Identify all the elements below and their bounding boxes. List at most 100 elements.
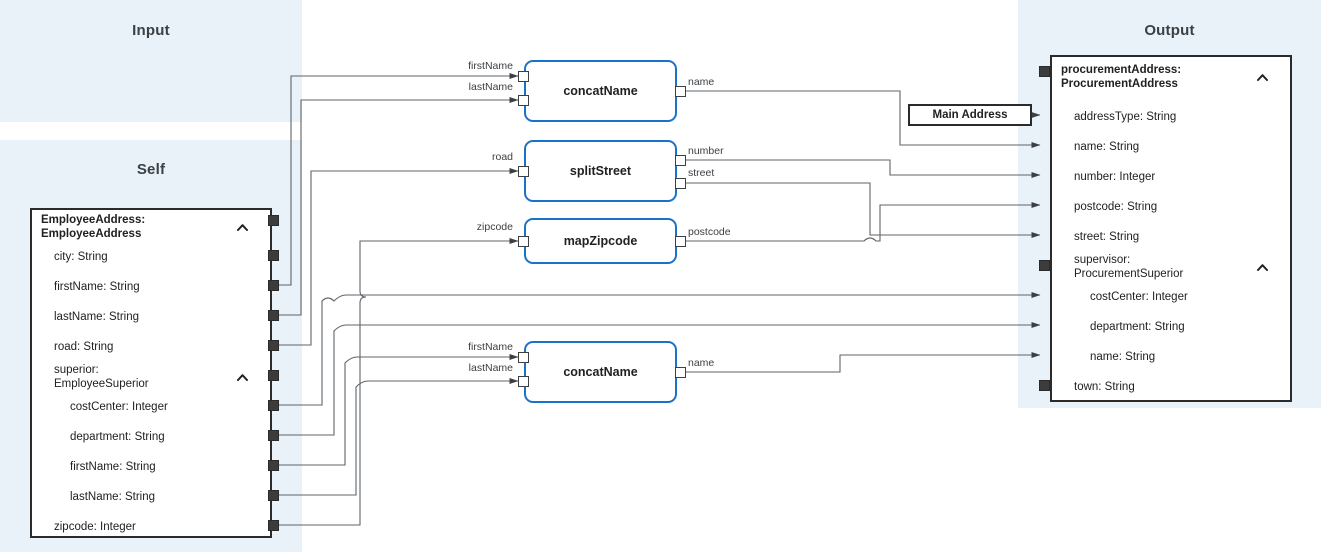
output-port-town[interactable] xyxy=(1039,380,1050,391)
mapZipcode-node[interactable]: mapZipcode xyxy=(524,218,677,264)
main-address-constant-label: Main Address xyxy=(932,109,1008,121)
output-row-costCenter[interactable]: costCenter: Integer xyxy=(1052,282,1290,312)
input-panel xyxy=(0,0,302,122)
input-panel-title: Input xyxy=(132,22,170,39)
concatName-node-top-label: concatName xyxy=(563,84,638,98)
self-port-superior-lastName[interactable] xyxy=(268,490,279,501)
self-port-root[interactable] xyxy=(268,215,279,226)
self-port-superior-firstName[interactable] xyxy=(268,460,279,471)
concatName-top-input-lastName-label: lastName xyxy=(468,81,513,93)
mapZipcode-input-zipcode[interactable] xyxy=(518,236,529,247)
output-row-street[interactable]: street: String xyxy=(1052,222,1290,252)
concatName-bottom-input-firstName-label: firstName xyxy=(468,341,513,353)
output-row-label: name: String xyxy=(1090,351,1156,363)
splitStreet-node[interactable]: splitStreet xyxy=(524,140,677,202)
chevron-up-icon[interactable] xyxy=(1257,74,1268,81)
chevron-up-icon[interactable] xyxy=(1257,264,1268,271)
output-port-procurementAddress[interactable] xyxy=(1039,66,1050,77)
mapZipcode-node-label: mapZipcode xyxy=(563,234,638,248)
self-row-label: road: String xyxy=(54,341,114,353)
self-row-label: zipcode: Integer xyxy=(54,521,136,533)
chevron-up-icon[interactable] xyxy=(237,374,248,381)
concatName-node-bottom-label: concatName xyxy=(563,365,638,379)
concatName-node-top[interactable]: concatName xyxy=(524,60,677,122)
concatName-top-output-name[interactable] xyxy=(675,86,686,97)
self-row-label: superior: EmployeeSuperior xyxy=(54,364,149,390)
output-port-supervisor[interactable] xyxy=(1039,260,1050,271)
self-row-zipcode[interactable]: zipcode: Integer xyxy=(32,512,270,542)
self-row-road[interactable]: road: String xyxy=(32,332,270,362)
self-row-superior-lastName[interactable]: lastName: String xyxy=(32,482,270,512)
output-row-supervisor-name[interactable]: name: String xyxy=(1052,342,1290,372)
concatName-node-bottom[interactable]: concatName xyxy=(524,341,677,403)
self-row-label: city: String xyxy=(54,251,108,263)
mapZipcode-output-postcode-label: postcode xyxy=(688,226,731,238)
self-port-city[interactable] xyxy=(268,250,279,261)
output-row-town[interactable]: town: String xyxy=(1052,372,1290,402)
splitStreet-output-street[interactable] xyxy=(675,178,686,189)
splitStreet-input-road-label: road xyxy=(491,151,513,163)
output-row-label: number: Integer xyxy=(1074,171,1156,183)
splitStreet-input-road[interactable] xyxy=(518,166,529,177)
output-row-label: department: String xyxy=(1090,321,1185,333)
output-row-addressType[interactable]: addressType: String xyxy=(1052,102,1290,132)
output-row-label: supervisor: ProcurementSuperior xyxy=(1074,254,1184,280)
output-row-department[interactable]: department: String xyxy=(1052,312,1290,342)
concatName-bottom-input-lastName-label: lastName xyxy=(468,362,513,374)
mapZipcode-output-postcode[interactable] xyxy=(675,236,686,247)
self-row-label: costCenter: Integer xyxy=(70,401,168,413)
main-address-constant[interactable]: Main Address xyxy=(908,104,1032,126)
self-port-costCenter[interactable] xyxy=(268,400,279,411)
concatName-top-output-name-label: name xyxy=(688,76,715,88)
output-node-header-label: procurementAddress: ProcurementAddress xyxy=(1061,64,1182,90)
concatName-bottom-input-lastName[interactable] xyxy=(518,376,529,387)
output-row-label: postcode: String xyxy=(1074,201,1158,213)
self-row-label: firstName: String xyxy=(70,461,156,473)
output-row-number[interactable]: number: Integer xyxy=(1052,162,1290,192)
self-row-city[interactable]: city: String xyxy=(32,242,270,272)
output-row-supervisor[interactable]: supervisor: ProcurementSuperior xyxy=(1052,252,1290,282)
concatName-top-input-lastName[interactable] xyxy=(518,95,529,106)
self-row-label: lastName: String xyxy=(54,311,140,323)
self-node-header[interactable]: EmployeeAddress: EmployeeAddress xyxy=(32,210,270,244)
self-node-header-label: EmployeeAddress: EmployeeAddress xyxy=(41,214,146,240)
splitStreet-node-label: splitStreet xyxy=(569,164,632,178)
splitStreet-output-street-label: street xyxy=(688,167,715,179)
self-port-lastName[interactable] xyxy=(268,310,279,321)
output-panel-title: Output xyxy=(1144,22,1195,39)
self-row-department[interactable]: department: String xyxy=(32,422,270,452)
output-row-label: name: String xyxy=(1074,141,1140,153)
concatName-top-input-firstName[interactable] xyxy=(518,71,529,82)
concatName-top-input-firstName-label: firstName xyxy=(468,60,513,72)
self-port-superior[interactable] xyxy=(268,370,279,381)
output-row-label: street: String xyxy=(1074,231,1140,243)
self-schema-node[interactable]: EmployeeAddress: EmployeeAddress city: S… xyxy=(30,208,272,538)
self-row-lastName[interactable]: lastName: String xyxy=(32,302,270,332)
output-row-label: addressType: String xyxy=(1074,111,1177,123)
output-schema-node[interactable]: procurementAddress: ProcurementAddress a… xyxy=(1050,55,1292,402)
self-port-road[interactable] xyxy=(268,340,279,351)
output-row-label: town: String xyxy=(1074,381,1135,393)
concatName-bottom-input-firstName[interactable] xyxy=(518,352,529,363)
self-row-costCenter[interactable]: costCenter: Integer xyxy=(32,392,270,422)
chevron-up-icon[interactable] xyxy=(237,224,248,231)
self-port-department[interactable] xyxy=(268,430,279,441)
concatName-bottom-output-name-label: name xyxy=(688,357,715,369)
output-row-name[interactable]: name: String xyxy=(1052,132,1290,162)
output-node-header[interactable]: procurementAddress: ProcurementAddress xyxy=(1052,59,1290,95)
self-port-zipcode[interactable] xyxy=(268,520,279,531)
concatName-bottom-output-name[interactable] xyxy=(675,367,686,378)
splitStreet-output-number-label: number xyxy=(688,145,724,157)
self-port-firstName[interactable] xyxy=(268,280,279,291)
output-row-postcode[interactable]: postcode: String xyxy=(1052,192,1290,222)
self-row-superior[interactable]: superior: EmployeeSuperior xyxy=(32,362,270,392)
splitStreet-output-number[interactable] xyxy=(675,155,686,166)
self-row-label: firstName: String xyxy=(54,281,140,293)
self-row-label: lastName: String xyxy=(70,491,156,503)
self-row-superior-firstName[interactable]: firstName: String xyxy=(32,452,270,482)
self-panel-title: Self xyxy=(136,161,166,178)
mapZipcode-input-zipcode-label: zipcode xyxy=(476,221,513,233)
self-row-label: department: String xyxy=(70,431,165,443)
self-row-firstName[interactable]: firstName: String xyxy=(32,272,270,302)
